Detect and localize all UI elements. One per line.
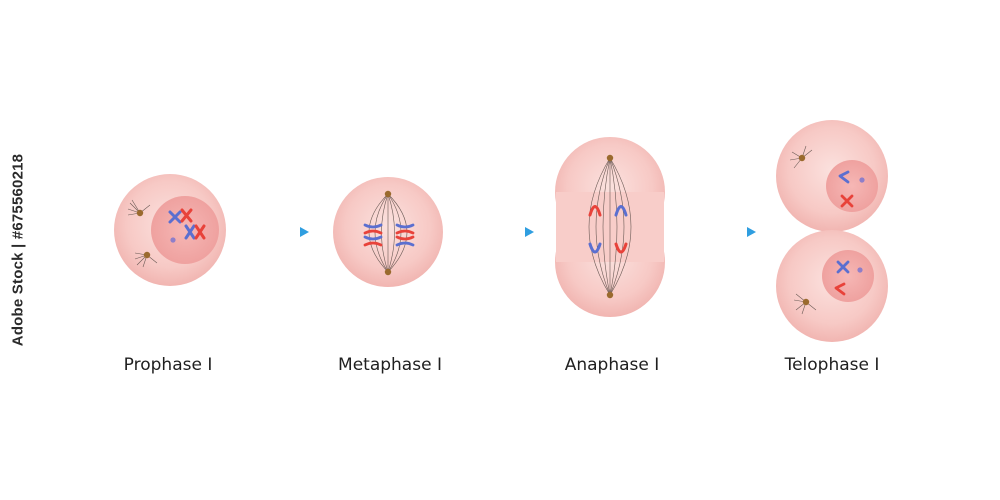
stage-label-anaphase: Anaphase I bbox=[564, 355, 660, 375]
centrosome-icon bbox=[606, 154, 614, 162]
anaphase-cell bbox=[555, 137, 665, 317]
arrow-right-icon bbox=[248, 227, 309, 237]
centrosome-icon bbox=[134, 252, 158, 268]
metaphase-cell bbox=[333, 177, 443, 287]
centrosome-icon bbox=[127, 199, 151, 216]
stage-label-prophase: Prophase I bbox=[123, 355, 213, 375]
centrosome-icon bbox=[789, 145, 813, 169]
spindle-fibers bbox=[588, 157, 632, 296]
centrosome-icon bbox=[793, 293, 817, 315]
stock-id-text: Adobe Stock | #675560218 bbox=[9, 153, 27, 347]
chromosome-icon bbox=[834, 260, 850, 296]
chromosome-icon bbox=[838, 170, 854, 208]
arrow-right-icon bbox=[695, 227, 756, 237]
chromosome-icon bbox=[168, 208, 206, 240]
centrosome-icon bbox=[384, 268, 392, 276]
telophase-nucleus-top bbox=[826, 160, 878, 212]
telophase-cell-top bbox=[776, 120, 888, 232]
chromosome-icon bbox=[588, 205, 628, 254]
stage-label-metaphase: Metaphase I bbox=[338, 355, 442, 375]
centrosome-icon bbox=[606, 291, 614, 299]
telophase-nucleus-bottom bbox=[822, 250, 874, 302]
prophase-cell bbox=[114, 174, 226, 286]
chromosome-icon bbox=[363, 223, 415, 247]
arrow-right-icon bbox=[473, 227, 534, 237]
centrosome-icon bbox=[384, 190, 392, 198]
telophase-cell-bottom bbox=[776, 230, 888, 342]
prophase-nucleus bbox=[151, 196, 219, 264]
stage-label-telophase: Telophase I bbox=[784, 355, 880, 375]
